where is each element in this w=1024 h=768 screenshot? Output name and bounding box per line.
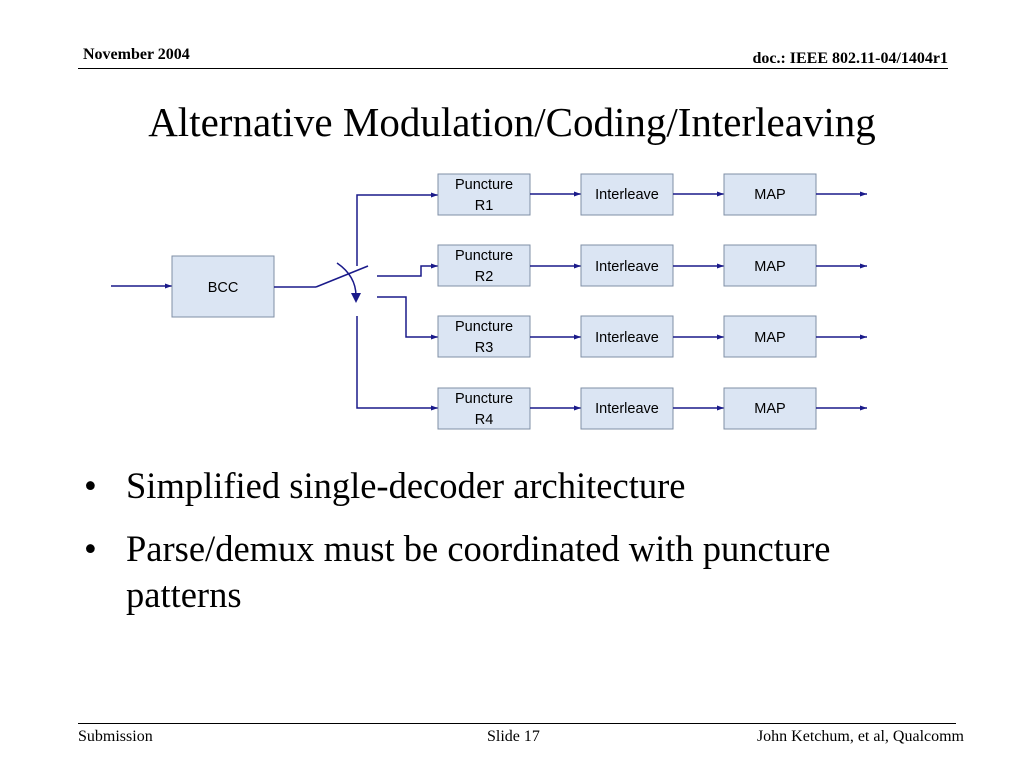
demux-switch xyxy=(274,262,369,303)
interleave-block xyxy=(580,315,674,358)
branch-r3: Puncture R3 Interleave MAP xyxy=(437,315,867,358)
puncture-label: Puncture xyxy=(455,177,513,193)
bullet-list: • Simplified single-decoder architecture… xyxy=(84,463,904,635)
bullet-text: Parse/demux must be coordinated with pun… xyxy=(126,528,831,615)
interleave-label: Interleave xyxy=(595,401,659,417)
bullet-marker: • xyxy=(84,465,97,506)
map-label: MAP xyxy=(754,330,785,346)
map-label: MAP xyxy=(754,401,785,417)
branch-r2: Puncture R2 Interleave MAP xyxy=(437,244,867,287)
header-divider xyxy=(78,68,948,69)
puncture-rate: R1 xyxy=(475,198,494,214)
interleave-block xyxy=(580,387,674,430)
bcc-label: BCC xyxy=(208,280,239,296)
puncture-rate: R3 xyxy=(475,340,494,356)
route-r2 xyxy=(377,263,438,277)
puncture-rate: R2 xyxy=(475,269,494,285)
puncture-label: Puncture xyxy=(455,319,513,335)
map-label: MAP xyxy=(754,259,785,275)
interleave-label: Interleave xyxy=(595,259,659,275)
switch-arrow-icon xyxy=(351,293,361,303)
route-r3 xyxy=(377,296,438,340)
map-label: MAP xyxy=(754,187,785,203)
footer-submission: Submission xyxy=(78,728,153,745)
route-r1 xyxy=(356,192,438,266)
header-date: November 2004 xyxy=(83,46,190,63)
bullet-item: • Parse/demux must be coordinated with p… xyxy=(84,526,904,618)
puncture-block xyxy=(437,387,531,430)
interleave-label: Interleave xyxy=(595,330,659,346)
footer-slide-number: Slide 17 xyxy=(487,728,540,745)
footer-divider xyxy=(78,723,956,724)
bullet-text: Simplified single-decoder architecture xyxy=(126,465,686,506)
interleave-label: Interleave xyxy=(595,187,659,203)
slide-title: Alternative Modulation/Coding/Interleavi… xyxy=(148,99,876,145)
route-r4 xyxy=(356,316,438,411)
branch-r1: Puncture R1 Interleave MAP xyxy=(437,173,867,216)
bcc-block: BCC xyxy=(171,255,275,318)
map-block xyxy=(723,244,817,287)
puncture-block xyxy=(437,315,531,358)
puncture-label: Puncture xyxy=(455,248,513,264)
branch-r4: Puncture R4 Interleave MAP xyxy=(437,387,867,430)
map-block xyxy=(723,173,817,216)
map-block xyxy=(723,315,817,358)
puncture-rate: R4 xyxy=(475,412,494,428)
puncture-label: Puncture xyxy=(455,391,513,407)
header-doc-id: doc.: IEEE 802.11-04/1404r1 xyxy=(752,50,948,67)
map-block xyxy=(723,387,817,430)
footer-author: John Ketchum, et al, Qualcomm xyxy=(756,728,964,745)
bullet-item: • Simplified single-decoder architecture xyxy=(84,463,904,509)
bullet-marker: • xyxy=(84,528,97,569)
